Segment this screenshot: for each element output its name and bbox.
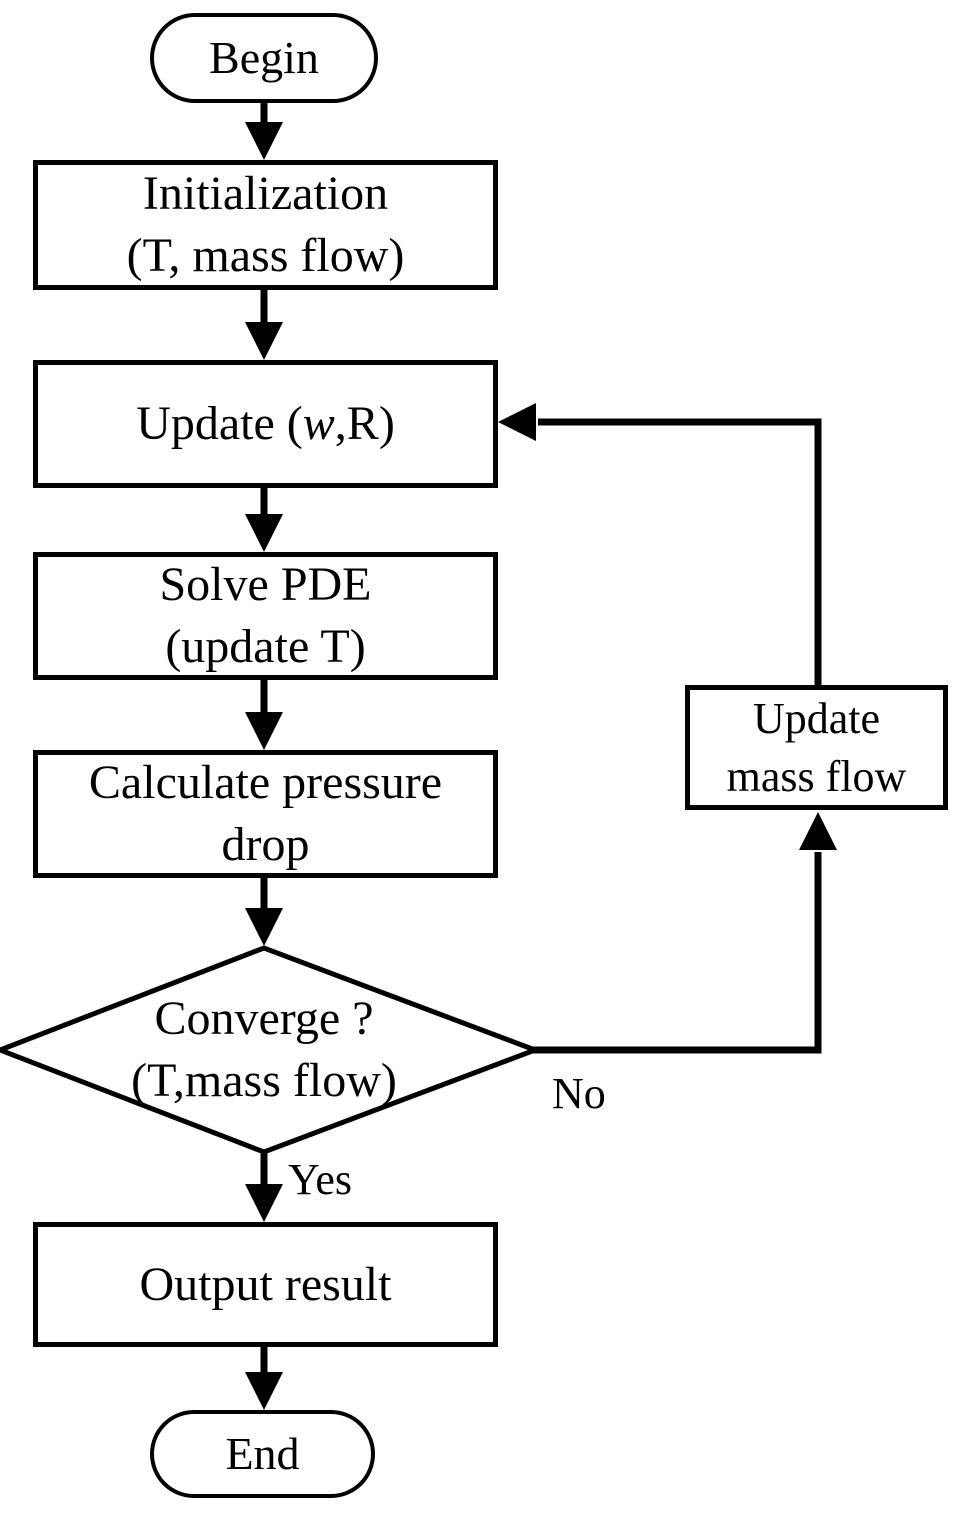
node-output-result: Output result [33,1222,498,1347]
node-converge-decision: Converge ? (T,mass flow) [33,980,495,1120]
edge-converge-no-branch [533,812,837,1054]
node-update-mass-flow-line2: mass flow [726,751,907,801]
node-solve-pde-line1: Solve PDE [159,558,372,611]
node-solve-pde-line2: (update T) [165,620,366,673]
node-begin-label: Begin [209,32,319,83]
edge-massflow-update-feedback [498,403,822,687]
node-end-label: End [225,1428,300,1479]
edge-begin-initialization [245,100,283,160]
node-begin: Begin [150,13,378,103]
edge-output-end [245,1345,283,1410]
node-update-wr-suffix: ,R) [334,397,395,450]
node-initialization-line2: (T, mass flow) [126,229,405,282]
node-update-wr-label: Update (w,R) [136,393,395,455]
edge-converge-output-yes [245,1150,283,1222]
node-calculate-pressure-drop-line1: Calculate pressure [88,756,443,809]
node-update-wr-prefix: Update ( [136,397,303,450]
node-converge-decision-line2: (T,mass flow) [131,1054,397,1107]
node-initialization-line1: Initialization [142,167,389,220]
edge-solve-calculate [245,678,283,750]
edge-calculate-converge [245,876,283,946]
node-solve-pde: Solve PDE (update T) [33,552,498,680]
edge-initialization-update [245,288,283,360]
node-converge-decision-line1: Converge ? [154,992,374,1045]
node-calculate-pressure-drop-line2: drop [221,818,310,871]
node-update-wr: Update (w,R) [33,360,498,488]
edge-update-solve [245,486,283,552]
node-calculate-pressure-drop: Calculate pressure drop [33,750,498,878]
node-update-mass-flow-line1: Update [752,693,881,743]
edge-label-no: No [552,1069,606,1118]
node-end: End [150,1410,375,1498]
node-initialization: Initialization (T, mass flow) [33,160,498,290]
edge-label-yes: Yes [288,1155,353,1204]
node-update-wr-variable: w [302,397,335,450]
node-update-mass-flow: Update mass flow [685,685,948,810]
node-output-result-label: Output result [139,1257,392,1311]
